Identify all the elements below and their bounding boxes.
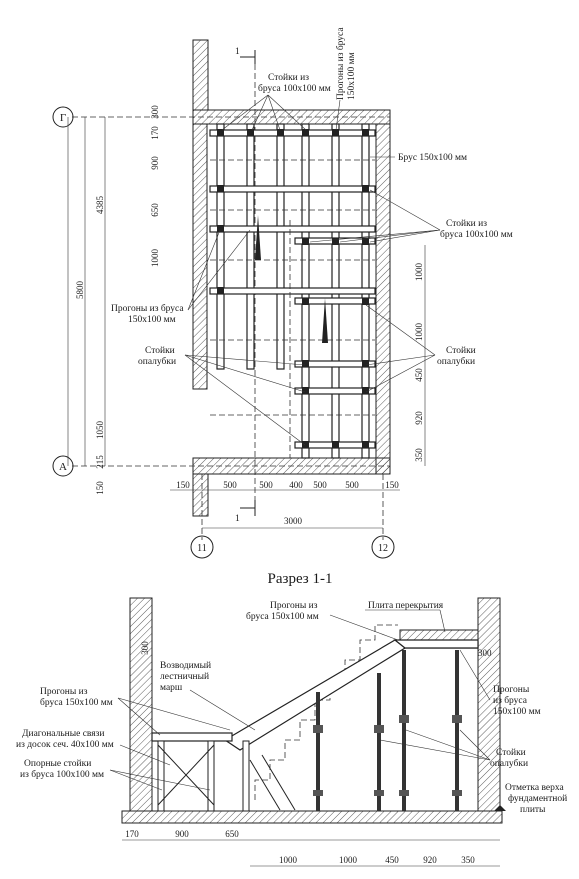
plan-posts (217, 129, 369, 448)
dim-left-1050: 1050 (95, 421, 105, 440)
section-view: 300 300 170 900 650 1000 1000 450 920 35… (16, 597, 567, 867)
dim-section-920: 920 (423, 855, 437, 865)
dim-bottom-150-b: 150 (385, 480, 399, 490)
dim-right-920: 920 (414, 411, 424, 425)
dim-bottom-500-a: 500 (223, 480, 237, 490)
section-dims-bottom: 170 900 650 1000 1000 450 920 350 (125, 829, 475, 865)
label-beam-right: Брус 150х100 мм (398, 153, 467, 163)
dim-bottom-500-b: 500 (259, 480, 273, 490)
elevation-mark-icon (494, 805, 506, 811)
section-formwork-posts (313, 650, 462, 811)
axis-label-g: Г (60, 112, 66, 124)
section-platform-left (151, 732, 233, 742)
axis-label-11: 11 (197, 543, 207, 554)
dim-left-900: 900 (150, 156, 160, 170)
dim-right-1000-a: 1000 (414, 263, 424, 282)
dim-bottom-500-c: 500 (313, 480, 327, 490)
axis-bubble-11 (190, 535, 214, 559)
dim-left-5800: 5800 (75, 281, 85, 300)
label-purlins-top: Прогоны из бруса150х100 мм (335, 27, 357, 100)
dim-right-450: 450 (414, 368, 424, 382)
dim-section-170: 170 (125, 829, 139, 839)
dim-bottom-500-d: 500 (345, 480, 359, 490)
dim-right-1000-b: 1000 (414, 323, 424, 342)
section-foundation-slab (121, 810, 503, 824)
dim-section-300-left: 300 (140, 641, 150, 655)
bracing-diagonal-b (157, 744, 215, 806)
axis-label-12: 12 (378, 543, 388, 554)
plan-wall-top-stub (192, 39, 209, 111)
axis-label-a: А (59, 461, 67, 473)
plan-wall-right (375, 123, 391, 475)
plan-grid-dashed (210, 159, 375, 458)
section-mark-bottom-label: 1 (235, 514, 240, 524)
plan-dims-right: 1000 1000 450 920 350 (414, 263, 424, 462)
dim-left-170: 170 (150, 126, 160, 140)
axis-bubble-g (52, 106, 74, 128)
dim-bottom-3000: 3000 (284, 516, 303, 526)
axis-bubble-a (52, 455, 74, 477)
dim-left-1000: 1000 (150, 249, 160, 268)
plan-dims-bottom: 150 500 500 400 500 500 150 (176, 480, 399, 490)
plan-wall-left (192, 123, 208, 390)
plan-beams-horizontal (209, 129, 376, 449)
plan-view: Г А 11 12 1 1 (52, 27, 513, 559)
dim-section-1000-b: 1000 (339, 855, 358, 865)
dim-section-350: 350 (461, 855, 475, 865)
stair-arrow-upper (255, 215, 261, 260)
dim-bottom-150-a: 150 (176, 480, 190, 490)
section-title: Разрез 1-1 (268, 571, 333, 587)
dim-bottom-400: 400 (289, 480, 303, 490)
dim-section-300-right: 300 (478, 648, 492, 658)
dim-left-215: 215 (95, 455, 105, 469)
dim-right-350: 350 (414, 448, 424, 462)
dim-left-650: 650 (150, 203, 160, 217)
plan-dims-left: 300 170 900 650 1000 1050 215 150 4385 5… (75, 105, 160, 495)
dim-left-4385: 4385 (95, 196, 105, 215)
dim-left-300: 300 (150, 105, 160, 119)
stair-arrow-lower (322, 298, 328, 343)
label-section-slab: Плита перекрытия (368, 601, 444, 611)
dim-section-1000-a: 1000 (279, 855, 298, 865)
dim-section-900: 900 (175, 829, 189, 839)
dim-left-150: 150 (95, 481, 105, 495)
dim-section-450: 450 (385, 855, 399, 865)
axis-bubble-12 (371, 535, 395, 559)
section-mark-top-label: 1 (235, 47, 240, 57)
plan-wall-bottom-stub (192, 473, 209, 517)
stair-steps (254, 624, 398, 800)
dim-section-650: 650 (225, 829, 239, 839)
